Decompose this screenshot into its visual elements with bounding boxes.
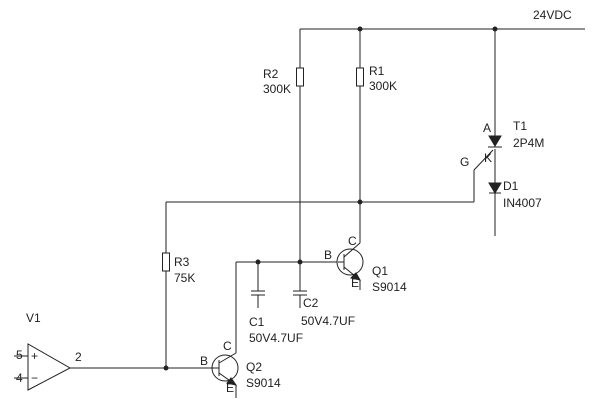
q1-collector-label: C [348,234,357,248]
c2-value: 50V4.7UF [301,314,355,328]
resistor-body [356,67,364,87]
transistor-emitter-arrow [226,377,238,386]
q2-collector-label: C [223,339,232,353]
q1-emitter-label: E [351,276,359,290]
transistor-q2: B C E Q2 S9014 [200,339,281,395]
r3-value: 75K [174,271,195,285]
supply-label: 24VDC [533,8,572,22]
q1-ref: Q1 [372,264,388,278]
r3-ref: R3 [174,255,190,269]
resistor-r3: R3 75K [162,252,195,285]
resistor-r2: R2 300K [263,67,304,96]
transistor-q1: B C E Q1 S9014 [324,234,407,294]
q2-base-label: B [200,354,208,368]
v1-plus-sign: + [31,349,38,363]
r1-value: 300K [369,79,397,93]
junction-dot [492,26,498,32]
opamp-triangle [27,343,72,391]
v1-minus-sign: − [31,371,38,385]
t1-cathode-label: K [484,151,492,165]
junction-dot [297,259,303,265]
c1-ref: C1 [249,315,265,329]
junction-dot [357,199,363,205]
transistor-collector-lead [343,242,361,258]
q1-part: S9014 [372,280,407,294]
d1-part: IN4007 [503,196,542,210]
r2-value: 300K [263,82,291,96]
diode-triangle [488,182,502,194]
r2-ref: R2 [263,67,279,81]
v1-ref: V1 [26,311,41,325]
resistor-body [296,67,304,87]
junction-dot [163,365,169,371]
capacitor-c2: C2 50V4.7UF [293,290,355,328]
q2-emitter-label: E [226,381,234,395]
v1-output-pin: 2 [75,350,82,364]
opamp-v1: V1 5 4 + − 2 [16,311,82,391]
transistor-emitter-arrow [350,272,361,281]
d1-ref: D1 [503,179,519,193]
c2-ref: C2 [303,296,319,310]
r1-ref: R1 [369,64,385,78]
q2-ref: Q2 [246,360,262,374]
v1-plus-pin-number: 5 [16,348,23,362]
t1-part: 2P4M [513,136,544,150]
thyristor-triangle [488,135,502,147]
q1-base-label: B [324,248,332,262]
thyristor-t1: A K G T1 2P4M [460,119,544,171]
v1-minus-pin-number: 4 [16,371,23,385]
t1-anode-label: A [483,121,491,135]
wires [14,28,585,398]
capacitor-c1: C1 50V4.7UF [249,290,303,345]
c1-value: 50V4.7UF [249,331,303,345]
thyristor-gate-lead [473,149,494,171]
transistor-collector-lead [218,352,237,364]
t1-ref: T1 [513,119,527,133]
junctions [163,26,498,371]
resistor-body [162,252,170,272]
q2-part: S9014 [246,376,281,390]
junction-dot [255,259,261,265]
diode-d1: D1 IN4007 [488,179,542,210]
resistor-r1: R1 300K [356,64,397,93]
t1-gate-label: G [460,155,469,169]
junction-dot [357,26,363,32]
